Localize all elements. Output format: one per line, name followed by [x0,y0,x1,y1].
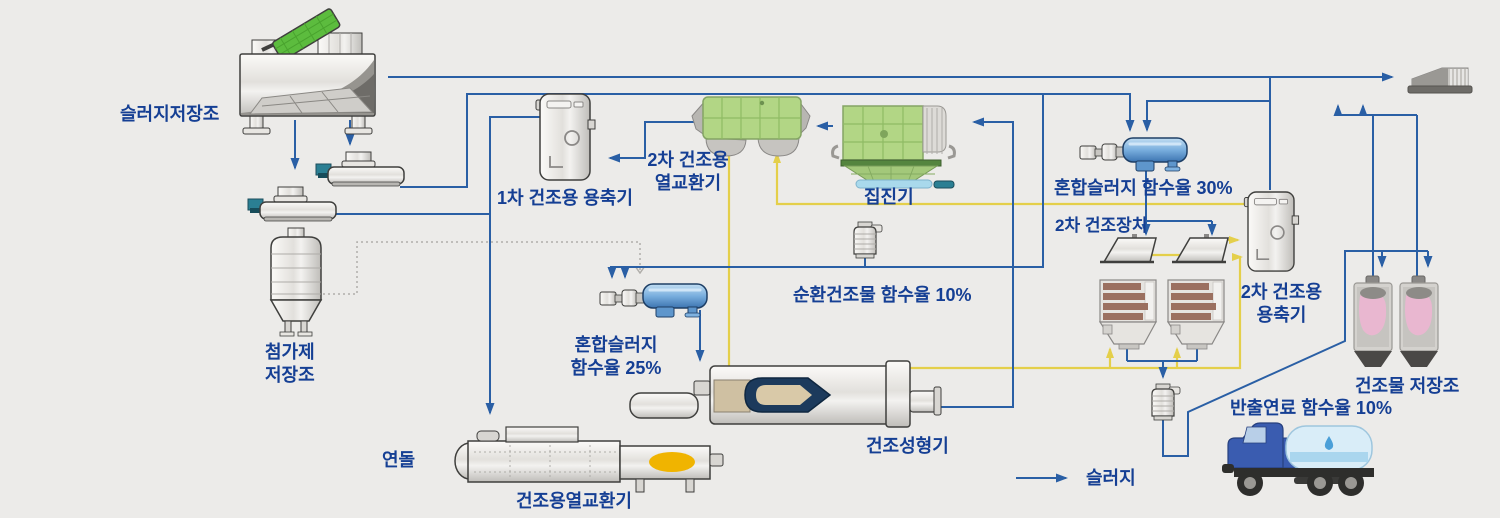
label-condenser-1: 1차 건조용 용축기 [497,188,633,208]
label-dry-former: 건조성형기 [866,436,949,456]
additive-dosing-line [323,241,640,295]
sludge-storage-tank-icon [239,8,376,135]
label-sludge-storage: 슬러지저장조 [120,104,220,124]
label-condenser2-line1: 2차 건조용 [1240,282,1323,302]
label-mixed-sludge-25-line1: 혼합슬러지 [574,335,658,355]
sludge-mixer-30-icon [1078,136,1189,173]
label-hx2: 2차 건조용 열교환기 [628,149,748,195]
secondary-dryer-1-icon [1098,232,1158,264]
additive-silo-icon [269,227,323,337]
discharge-conveyor-icon [1407,67,1473,94]
hx2-heat-exchanger-icon [691,96,811,157]
sludge-pump-1-icon [315,151,405,187]
feed-conveyor-icon [272,8,341,61]
label-stack: 연돌 [382,450,416,470]
label-mixed-sludge-25-line2: 함수율 25% [570,358,662,378]
condenser-1-icon [535,93,596,181]
legend-sludge-label: 슬러지 [1086,468,1136,488]
label-condenser2-line2: 용축기 [1256,305,1307,325]
label-recycled-dry-material: 순환건조물 함수율 10% [793,285,972,305]
label-hx2-line2: 열교환기 [654,173,722,193]
fuel-truck-icon [1222,422,1374,496]
condenser-2-icon [1243,191,1300,272]
label-additive-line2: 저장조 [265,365,315,385]
tray-dryer-1-icon [1099,279,1157,350]
sludge-flow-lines [290,72,1433,483]
dry-former-icon [629,360,942,428]
label-mixed-sludge-30: 혼합슬러지 함수율 30% [1054,178,1233,198]
drying-heat-exchanger-icon [454,426,724,493]
secondary-dryer-2-icon [1170,232,1230,264]
label-hx2-line1: 2차 건조용 [647,150,729,170]
label-mixed-sludge-25: 혼합슬러지 함수율 25% [562,334,670,380]
label-discharge-fuel: 반출연료 함수율 10% [1230,398,1392,418]
product-silo-2-icon [1399,275,1439,368]
rotary-valve-2-icon [1151,383,1181,421]
label-condenser-2: 2차 건조용 용축기 [1224,281,1339,327]
rotary-valve-1-icon [853,221,883,259]
tray-dryer-2-icon [1167,279,1225,350]
dust-collector-icon [831,105,956,189]
label-additive-storage: 첨가제 저장조 [265,341,315,387]
label-dust-collector: 집진기 [864,187,914,207]
label-drying-hx: 건조용열교환기 [516,491,632,511]
burner-flame-icon [649,452,695,472]
product-silo-1-icon [1353,275,1393,368]
label-additive-line1: 첨가제 [265,342,315,362]
water-drop-icon [1324,436,1334,450]
sludge-pump-2-icon [247,186,337,222]
sludge-mixer-25-icon [598,282,709,319]
label-dry-product-storage: 건조물 저장조 [1355,376,1460,396]
label-secondary-dryer: 2차 건조장치 [1055,216,1148,235]
